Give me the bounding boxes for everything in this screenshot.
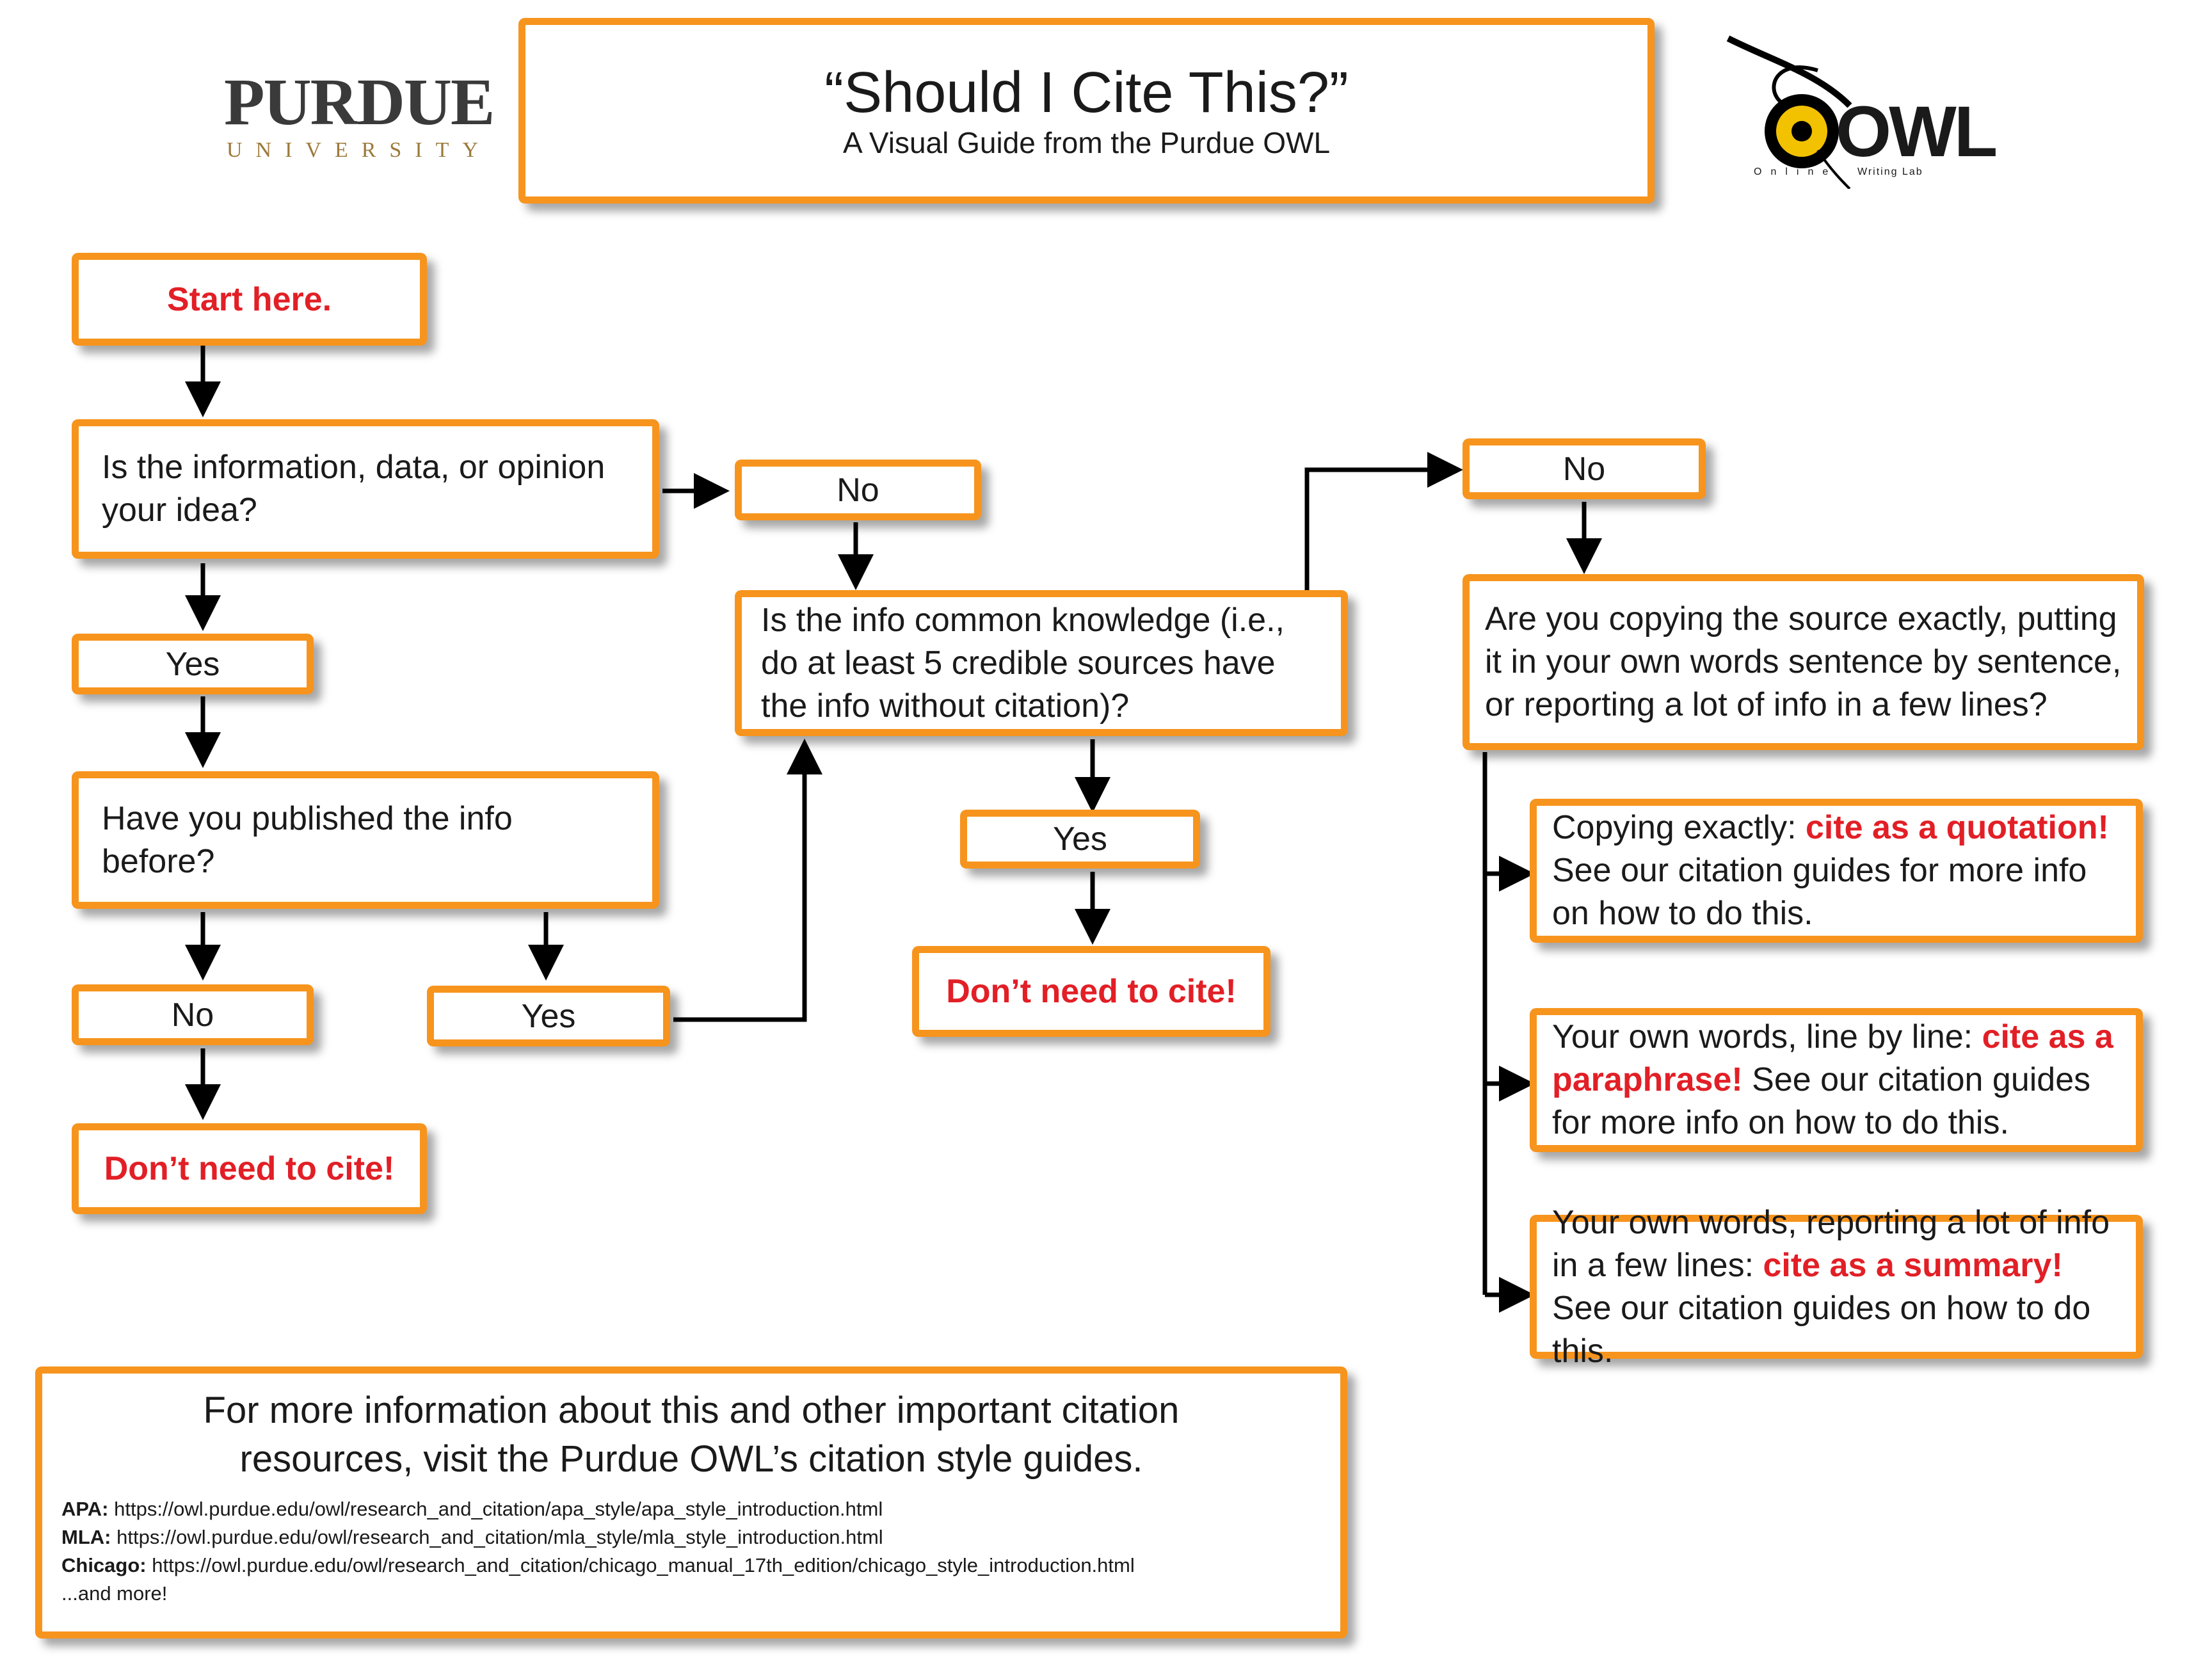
link-mla-label: MLA: (61, 1526, 111, 1548)
resources-more: ...and more! (61, 1582, 168, 1605)
answer-published-no-label: No (171, 996, 214, 1034)
resources-links: APA: https://owl.purdue.edu/owl/research… (61, 1495, 1321, 1608)
answer-common-yes-label: Yes (1053, 821, 1107, 858)
start-box: Start here. (72, 253, 427, 346)
page-title: “Should I Cite This?” (824, 61, 1349, 125)
purdue-logo: PURDUE UNIVERSITY (224, 65, 495, 170)
answer-common-yes: Yes (960, 810, 1200, 869)
link-chicago[interactable]: https://owl.purdue.edu/owl/research_and_… (152, 1554, 1135, 1576)
answer-published-yes-label: Yes (521, 997, 576, 1035)
result-no-cite-left-label: Don’t need to cite! (104, 1150, 395, 1187)
result-summary: Your own words, reporting a lot of info … (1530, 1204, 2143, 1370)
answer-own-idea-no: No (735, 460, 981, 520)
result-quotation-text: Copying exactly: cite as a quotation! Se… (1552, 806, 2120, 935)
link-chicago-label: Chicago: (61, 1554, 147, 1576)
owl-logo-sub2: Writing Lab (1857, 166, 1923, 177)
start-label: Start here. (166, 280, 332, 318)
owl-logo-swoosh (1726, 35, 1852, 108)
owl-logo: OWL Online Writing Lab (1722, 35, 1998, 190)
purdue-logo-name: PURDUE (224, 65, 495, 139)
owl-logo-graphic (1726, 35, 1852, 190)
title-box: “Should I Cite This?” A Visual Guide fro… (518, 18, 1655, 204)
result-summary-emph: cite as a summary! (1763, 1246, 2063, 1284)
link-mla[interactable]: https://owl.purdue.edu/owl/research_and_… (116, 1526, 883, 1548)
arrow-q3-no (1304, 452, 1463, 594)
result-paraphrase-post: See our citation guides for more info on… (1552, 1061, 2091, 1141)
resources-intro: For more information about this and othe… (203, 1390, 1180, 1480)
answer-own-idea-yes-label: Yes (165, 645, 220, 683)
question-own-idea-text: Is the information, data, or opinion you… (102, 449, 605, 529)
link-apa[interactable]: https://owl.purdue.edu/owl/research_and_… (114, 1498, 883, 1520)
answer-published-no: No (72, 984, 314, 1045)
question-common-knowledge-text: Is the info common knowledge (i.e., do a… (761, 601, 1285, 725)
result-no-cite-middle-label: Don’t need to cite! (946, 973, 1237, 1010)
result-no-cite-left: Don’t need to cite! (72, 1123, 427, 1214)
result-summary-post: See our citation guides on how to do thi… (1552, 1289, 2091, 1370)
arrow-q2yes-q3 (673, 739, 822, 1022)
question-how-using-source: Are you copying the source exactly, putt… (1463, 574, 2144, 750)
answer-common-no: No (1463, 438, 1706, 499)
page-subtitle: A Visual Guide from the Purdue OWL (842, 126, 1331, 159)
question-how-using-source-text: Are you copying the source exactly, putt… (1485, 600, 2122, 723)
result-quotation: Copying exactly: cite as a quotation! Se… (1530, 799, 2143, 943)
result-paraphrase-emph: cite as a paraphrase! (1552, 1018, 2113, 1098)
answer-published-yes: Yes (427, 986, 670, 1046)
question-published-before: Have you published the info before? (72, 771, 659, 909)
link-chicago-row: Chicago: https://owl.purdue.edu/owl/rese… (61, 1551, 1321, 1580)
link-mla-row: MLA: https://owl.purdue.edu/owl/research… (61, 1523, 1321, 1551)
result-paraphrase: Your own words, line by line: cite as a … (1530, 1008, 2143, 1152)
result-paraphrase-text: Your own words, line by line: cite as a … (1552, 1016, 2120, 1144)
question-common-knowledge: Is the info common knowledge (i.e., do a… (735, 590, 1348, 736)
owl-logo-name: OWL (1836, 92, 1998, 172)
result-quotation-emph: cite as a quotation! (1805, 809, 2109, 846)
result-summary-text: Your own words, reporting a lot of info … (1552, 1201, 2120, 1373)
owl-logo-sub1: Online (1754, 166, 1838, 177)
link-apa-label: APA: (61, 1498, 109, 1520)
result-quotation-post: See our citation guides for more info on… (1552, 852, 2087, 932)
question-published-before-text: Have you published the info before? (102, 799, 513, 880)
purdue-logo-sub: UNIVERSITY (227, 138, 492, 162)
answer-common-no-label: No (1562, 450, 1606, 488)
resources-box: For more information about this and othe… (35, 1366, 1347, 1639)
answer-own-idea-no-label: No (837, 471, 879, 509)
answer-own-idea-yes: Yes (72, 634, 314, 694)
result-paraphrase-pre: Your own words, line by line: (1552, 1018, 1982, 1055)
question-own-idea: Is the information, data, or opinion you… (72, 419, 659, 559)
result-summary-pre: Your own words, reporting a lot of info … (1552, 1203, 2110, 1284)
result-quotation-pre: Copying exactly: (1552, 809, 1806, 846)
result-no-cite-middle: Don’t need to cite! (912, 946, 1270, 1037)
link-apa-row: APA: https://owl.purdue.edu/owl/research… (61, 1495, 1321, 1523)
